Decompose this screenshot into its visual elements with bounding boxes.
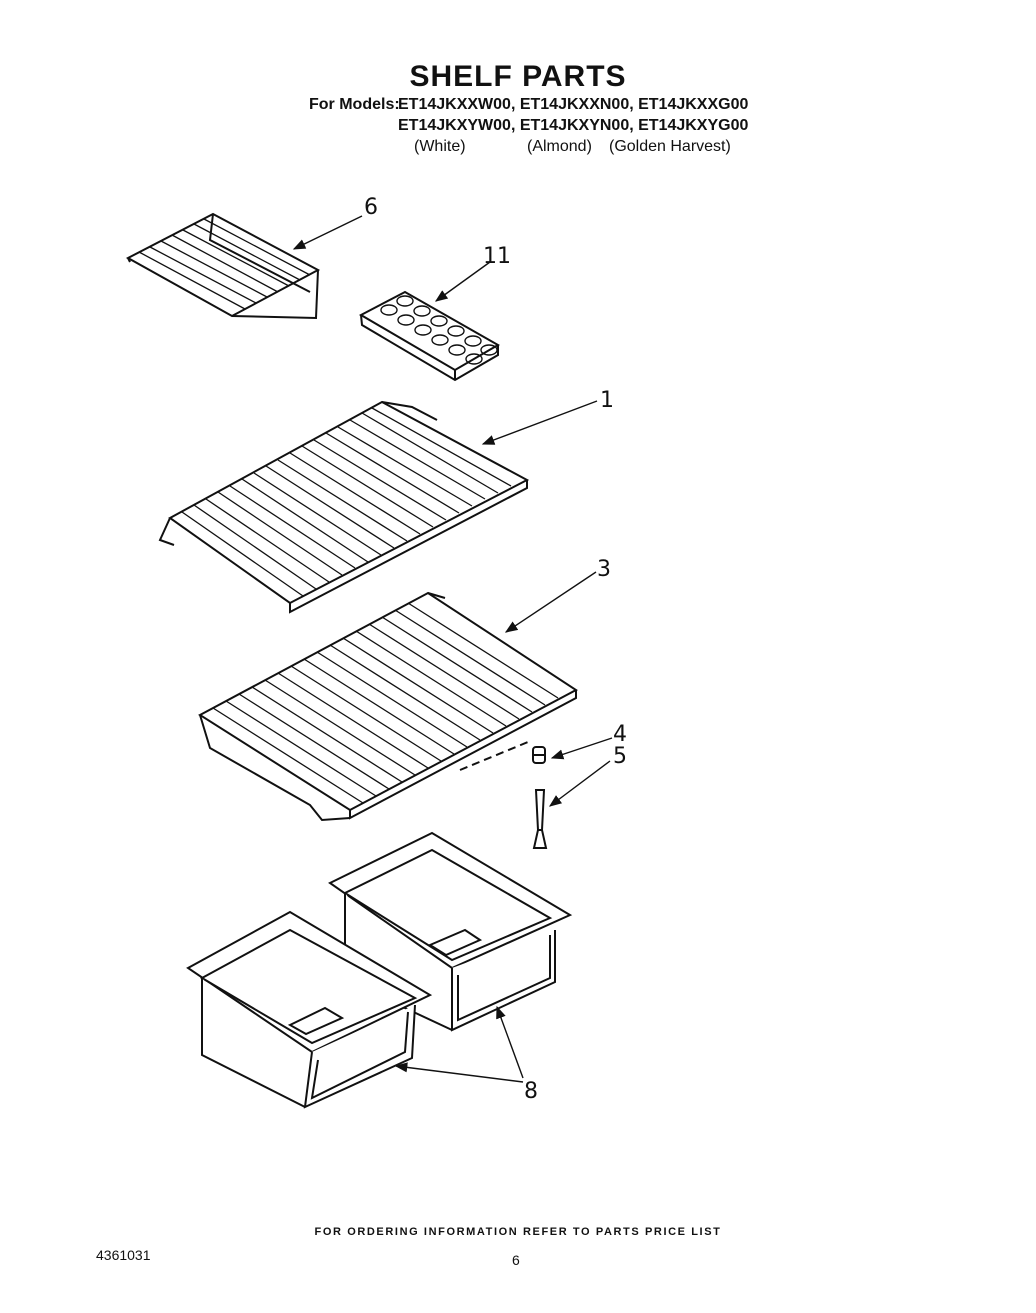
models-row-1: ET14JKXXW00, ET14JKXXN00, ET14JKXXG00 [398,96,749,113]
ice-cube-tray [358,290,501,382]
wire-shelf [158,400,530,614]
crisper-drawer-front [186,910,433,1109]
color-white: (White) [414,138,466,155]
humidity-control-knob [532,746,546,764]
color-golden-harvest: (Golden Harvest) [609,138,731,155]
control-rod [532,789,548,849]
callout-part-8: 8 [524,1079,538,1104]
models-row-2: ET14JKXYW00, ET14JKXYN00, ET14JKXYG00 [398,117,749,134]
freezer-wire-shelf [125,212,321,320]
callout-part-3: 3 [597,557,611,582]
color-almond: (Almond) [527,138,592,155]
page-title: SHELF PARTS [409,60,627,93]
leader-lines [292,215,613,1083]
crisper-drawer-back [328,831,573,1032]
models-prefix: For Models: [309,96,400,113]
callout-part-11: 11 [483,244,511,269]
ordering-info-note: FOR ORDERING INFORMATION REFER TO PARTS … [314,1226,722,1238]
document-number: 4361031 [96,1247,151,1263]
callout-part-1: 1 [600,388,614,413]
callout-part-5: 5 [613,744,627,769]
page-number: 6 [512,1252,520,1268]
callout-part-4: 4 [613,722,627,747]
crisper-cover-shelf [198,591,578,822]
callout-part-6: 6 [364,195,378,220]
